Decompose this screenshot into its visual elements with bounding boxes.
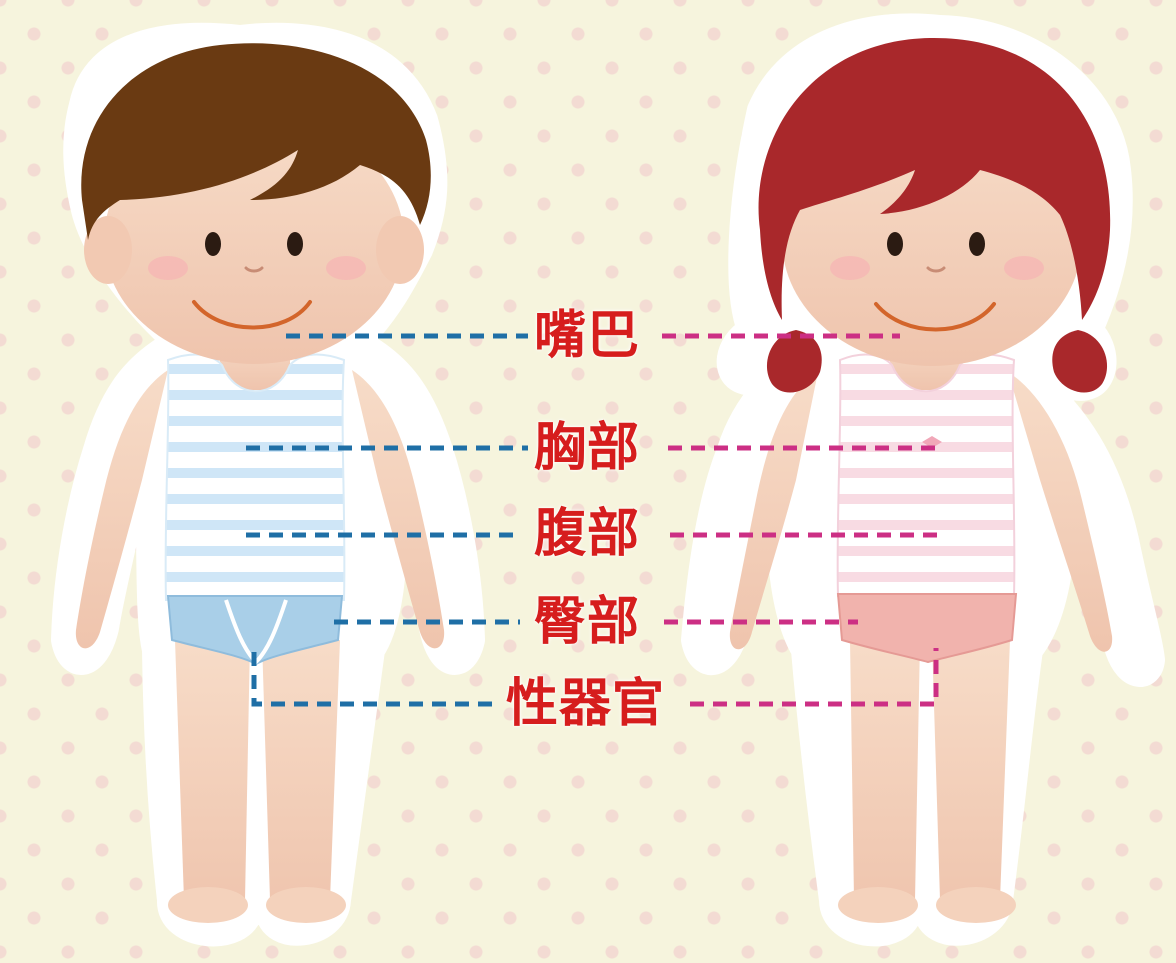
- label-buttocks: 臀部: [534, 592, 641, 652]
- label-chest: 胸部: [534, 418, 641, 478]
- label-abdomen: 腹部: [534, 504, 641, 564]
- girl-connector-lines: [662, 333, 944, 707]
- label-mouth: 嘴巴: [534, 306, 641, 366]
- girl-genitals-line: [690, 648, 939, 707]
- boy-figure: [51, 22, 485, 947]
- boy-connector-lines: [246, 333, 528, 707]
- boy-genitals-line: [251, 652, 498, 707]
- girl-figure: [681, 13, 1165, 947]
- label-genitals: 性器官: [506, 674, 666, 734]
